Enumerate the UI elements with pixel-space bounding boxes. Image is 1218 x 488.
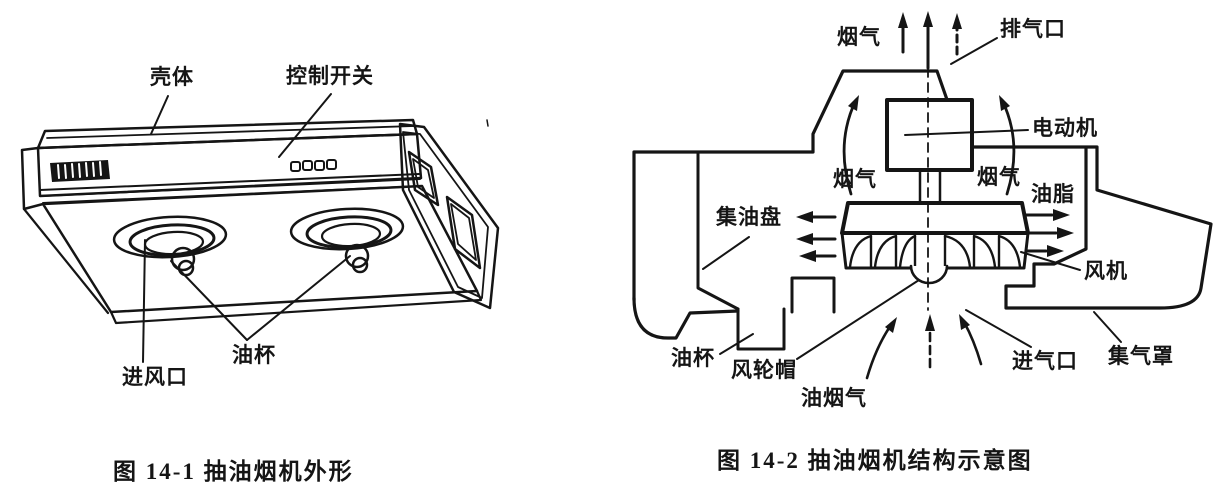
intake-arrows [865, 314, 983, 380]
label-smoke-top: 烟气 [837, 25, 881, 49]
label-motor: 电动机 [1032, 116, 1098, 140]
air-inlet-right-rings [289, 207, 405, 274]
caption-figure-14-1: 图 14-1 抽油烟机外形 [113, 459, 354, 484]
side-panel [398, 122, 500, 310]
label-oil-fume: 油烟气 [801, 386, 867, 410]
label-exhaust-outlet: 排气口 [1000, 17, 1066, 41]
hood-structure-drawing [632, 11, 1213, 380]
hood-exterior-drawing [20, 93, 500, 363]
label-air-intake: 进气口 [1012, 349, 1078, 373]
exhaust-arrows [898, 11, 962, 70]
grease-arrows-left [796, 211, 837, 262]
label-grease: 油脂 [1031, 182, 1075, 206]
label-fan: 风机 [1084, 259, 1128, 283]
fan-wheel-cap-shape [909, 264, 949, 285]
leader-lines-left-figure [142, 93, 351, 363]
label-control-switch: 控制开关 [286, 64, 374, 88]
leader-lines-right-figure [702, 37, 1122, 360]
air-inlet-left-rings [112, 215, 228, 277]
label-oil-cup-left: 油杯 [232, 343, 276, 367]
label-oil-cup-right: 油杯 [671, 346, 715, 370]
control-buttons [290, 159, 337, 172]
label-smoke-right: 烟气 [977, 165, 1021, 189]
label-air-inlet: 进风口 [122, 365, 188, 389]
fan-shape [840, 201, 1030, 235]
caption-figure-14-2: 图 14-2 抽油烟机结构示意图 [717, 448, 1033, 473]
label-fan-wheel-cap: 风轮帽 [731, 358, 797, 382]
smoke-flow-arrows [842, 95, 1016, 196]
front-grille [50, 160, 110, 182]
label-smoke-left: 烟气 [833, 167, 877, 191]
label-gas-collect-hood: 集气罩 [1108, 344, 1174, 368]
grease-arrows-right [1024, 209, 1074, 257]
label-shell: 壳体 [150, 65, 194, 89]
oil-cup-shape [736, 307, 786, 351]
label-oil-collect-pan: 集油盘 [716, 205, 782, 229]
